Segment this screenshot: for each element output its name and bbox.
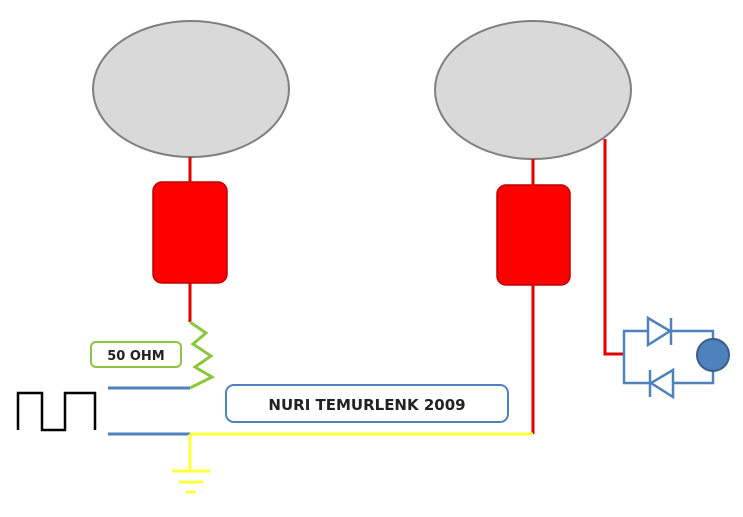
resistor-zigzag	[189, 320, 216, 390]
credit-label: NURI TEMURLENK 2009	[268, 396, 465, 414]
diode-bottom-triangle	[648, 367, 675, 400]
right-plate-edge-wire	[603, 139, 624, 356]
left-red-block	[152, 181, 228, 284]
left-plate	[92, 20, 290, 158]
resistor-label-box	[90, 341, 182, 368]
lamp-bulb	[696, 338, 730, 372]
right-plate	[434, 20, 632, 160]
resistor-label: 50 OHM	[107, 349, 164, 364]
right-red-block	[496, 184, 571, 286]
ground-symbol	[172, 469, 210, 494]
diode-top-triangle	[646, 315, 673, 348]
credit-box	[225, 384, 509, 423]
pulse-waveform	[16, 391, 97, 432]
diode-pair	[622, 315, 715, 400]
